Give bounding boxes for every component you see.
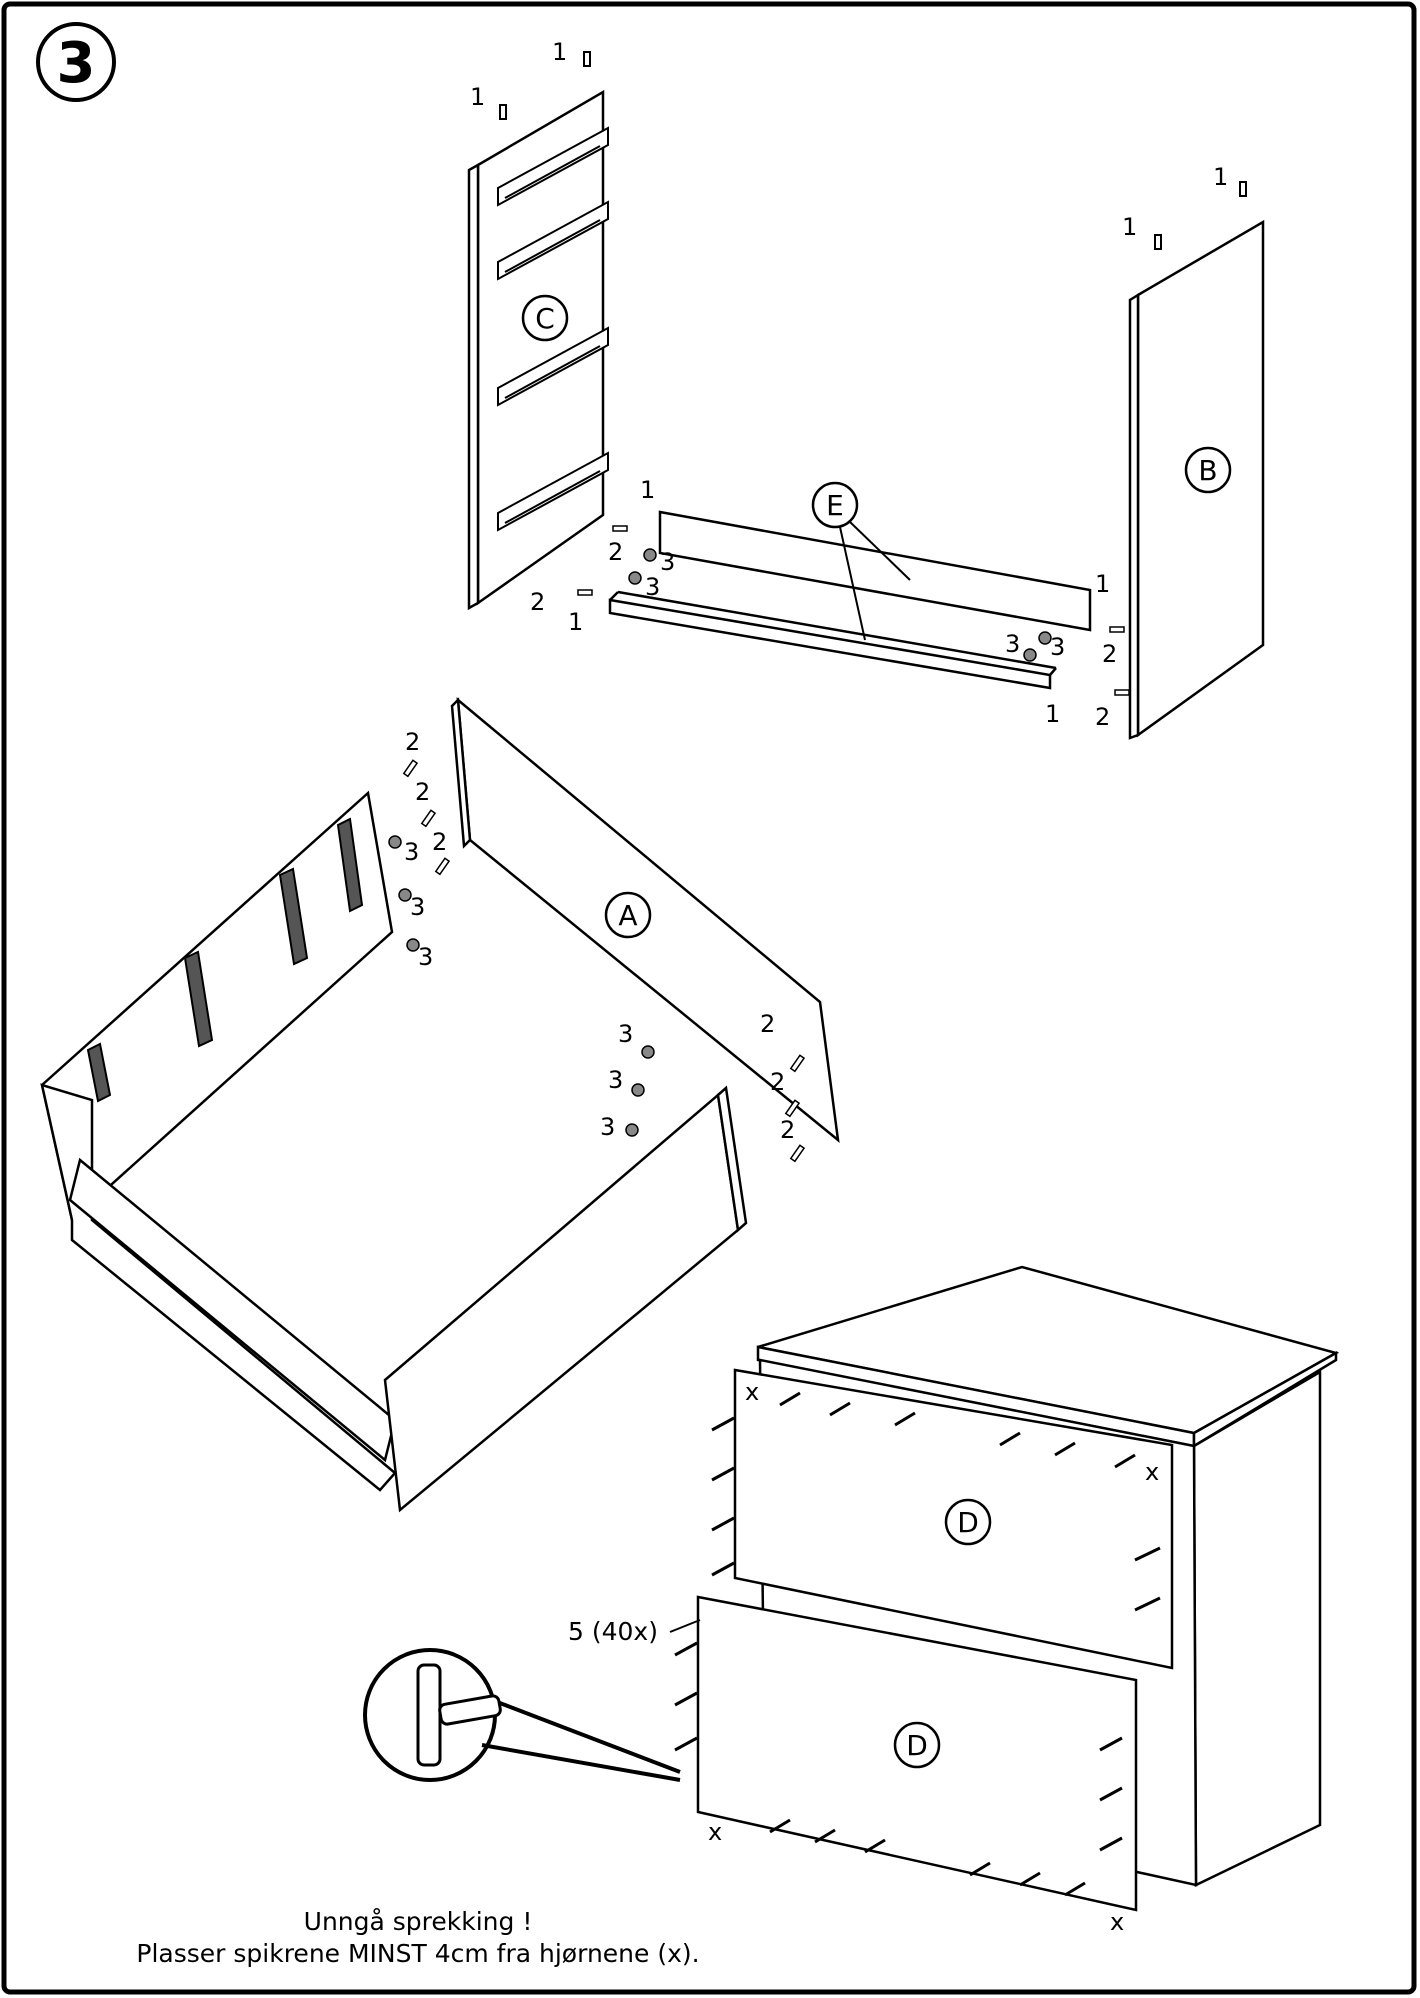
drawer-front-lower [696, 1595, 1138, 1912]
fitting-label-dowel: 1 [1213, 163, 1228, 191]
nail-count-label: 5 (40x) [568, 1617, 658, 1646]
fitting-label-cam-bolt: 2 [415, 778, 430, 806]
cam-lock-icon [628, 548, 1052, 662]
fitting-label-cam-lock: 3 [618, 1020, 633, 1048]
fitting-label-dowel: 1 [640, 476, 655, 504]
drawer-front-upper [733, 1368, 1174, 1670]
corner-mark: x [745, 1378, 759, 1406]
fitting-label-cam-bolt: 2 [770, 1068, 785, 1096]
cam-lock-icon [388, 835, 655, 1137]
nail-marks [674, 1391, 1161, 1897]
fitting-label-dowel: 1 [1045, 700, 1060, 728]
part-label-d-upper: D [957, 1506, 979, 1539]
fitting-label-cam-bolt: 2 [760, 1010, 775, 1038]
warning-title: Unngå sprekking ! [304, 1907, 533, 1936]
part-label-b: B [1198, 454, 1217, 487]
panel-b [1128, 219, 1265, 740]
fitting-label-cam-bolt: 2 [780, 1116, 795, 1144]
panel-a [450, 697, 840, 1143]
fitting-label-cam-lock: 3 [608, 1066, 623, 1094]
fitting-label-cam-lock: 3 [1005, 630, 1020, 658]
fitting-label-cam-bolt: 2 [432, 828, 447, 856]
fitting-label-cam-lock: 3 [645, 573, 660, 601]
fitting-label-dowel: 1 [568, 608, 583, 636]
part-label-e: E [826, 489, 844, 522]
fitting-label-dowel: 1 [552, 38, 567, 66]
cam-bolt-icon [577, 525, 1130, 696]
part-label-d-lower: D [906, 1729, 928, 1762]
step-badge: 3 [36, 22, 116, 102]
fitting-label-cam-bolt: 2 [530, 588, 545, 616]
fitting-label-cam-bolt: 2 [1095, 703, 1110, 731]
step-number: 3 [57, 31, 96, 96]
fitting-label-cam-lock: 3 [660, 548, 675, 576]
drawer-runner-icon [86, 817, 364, 1103]
corner-mark: x [1110, 1908, 1124, 1936]
drawer-runner-icon [497, 126, 609, 532]
panel-c [467, 89, 609, 611]
fitting-label-dowel: 1 [1095, 570, 1110, 598]
cam-bolt-icon [402, 759, 806, 1163]
corner-mark: x [1145, 1458, 1159, 1486]
fitting-label-dowel: 1 [470, 83, 485, 111]
warning-detail: Plasser spikrene MINST 4cm fra hjørnene … [136, 1939, 699, 1968]
hammer-inset [363, 1648, 681, 1782]
fitting-label-cam-lock: 3 [404, 838, 419, 866]
fitting-label-cam-lock: 3 [1050, 633, 1065, 661]
part-label-c: C [535, 302, 555, 335]
fitting-label-dowel: 1 [1122, 213, 1137, 241]
dowel-icon [499, 51, 1247, 250]
drawer-box [40, 790, 748, 1513]
corner-mark: x [708, 1818, 722, 1846]
fitting-label-cam-lock: 3 [600, 1113, 615, 1141]
part-label-a: A [618, 899, 637, 932]
fitting-label-cam-lock: 3 [410, 893, 425, 921]
fitting-label-cam-bolt: 2 [405, 728, 420, 756]
rails-e [608, 481, 1092, 690]
hammer-icon [416, 1663, 502, 1767]
fitting-label-cam-lock: 3 [418, 943, 433, 971]
fitting-label-cam-bolt: 2 [608, 538, 623, 566]
fitting-label-cam-bolt: 2 [1102, 640, 1117, 668]
